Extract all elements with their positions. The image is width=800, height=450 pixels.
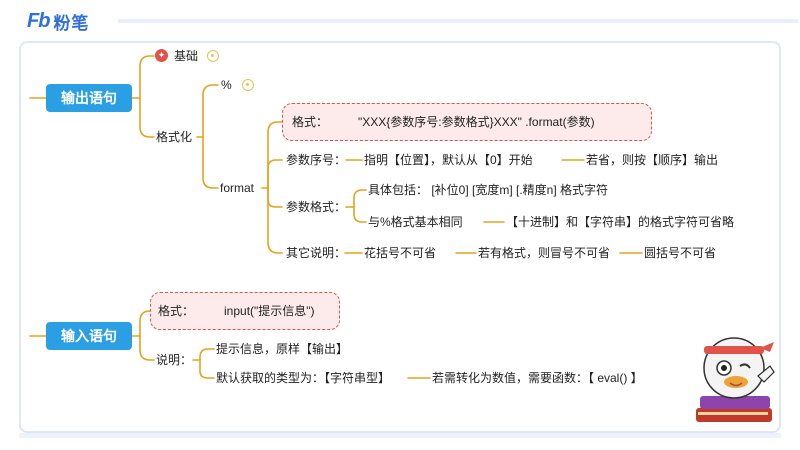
param-index-omit: 若省，则按【顺序】输出 bbox=[586, 153, 719, 167]
input-syntax-label: 格式： bbox=[158, 304, 195, 318]
param-format-label: 参数格式： bbox=[286, 200, 347, 214]
node-formatting: 格式化 bbox=[156, 130, 193, 144]
content-frame bbox=[19, 41, 781, 433]
node-basic: 基础 bbox=[174, 49, 199, 63]
param-format-includes: 具体包括： [补位0] [宽度m] [.精度n] 格式字符 bbox=[368, 183, 609, 197]
param-format-similar: 与%格式基本相同 bbox=[368, 215, 463, 229]
logo-mark: Fb bbox=[27, 9, 50, 32]
logo-text: 粉笔 bbox=[53, 13, 90, 33]
param-index-detail: 指明【位置】，默认从【0】开始 bbox=[364, 153, 533, 167]
mascot-illustration bbox=[696, 337, 775, 422]
other-note-parens: 圆括号不可省 bbox=[644, 246, 717, 260]
brand-logo: Fb 粉笔 bbox=[27, 9, 89, 33]
input-explain-prompt: 提示信息，原样【输出】 bbox=[216, 342, 349, 356]
frame-shadow bbox=[19, 433, 781, 438]
other-note-colon: 若有格式，则冒号不可省 bbox=[478, 246, 611, 260]
other-notes-label: 其它说明： bbox=[286, 246, 347, 260]
lightbulb-icon bbox=[242, 79, 254, 91]
other-note-braces: 花括号不可省 bbox=[364, 246, 437, 260]
input-explain-type: 默认获取的类型为：【字符串型】 bbox=[216, 371, 391, 385]
input-explain-label: 说明： bbox=[156, 353, 193, 367]
param-index-label: 参数序号： bbox=[286, 153, 347, 167]
node-format: format bbox=[220, 181, 255, 195]
node-input-statement: 输入语句 bbox=[46, 322, 132, 350]
input-syntax-value: input("提示信息") bbox=[224, 304, 315, 318]
input-syntax-highlight bbox=[150, 292, 340, 330]
header-rule bbox=[118, 19, 798, 23]
lightbulb-icon bbox=[207, 50, 219, 62]
star-badge-icon: ✦ bbox=[155, 49, 168, 62]
format-syntax-value: "XXX{参数序号:参数格式}XXX" .format(参数) bbox=[358, 115, 595, 129]
format-syntax-label: 格式： bbox=[292, 115, 329, 129]
format-syntax-highlight bbox=[282, 103, 652, 141]
param-format-omit: 【十进制】和【字符串】的格式字符可省略 bbox=[506, 215, 735, 229]
node-percent: % bbox=[221, 78, 232, 92]
node-output-statement: 输出语句 bbox=[46, 84, 132, 112]
input-explain-eval: 若需转化为数值，需要函数：【 eval() 】 bbox=[432, 371, 643, 385]
